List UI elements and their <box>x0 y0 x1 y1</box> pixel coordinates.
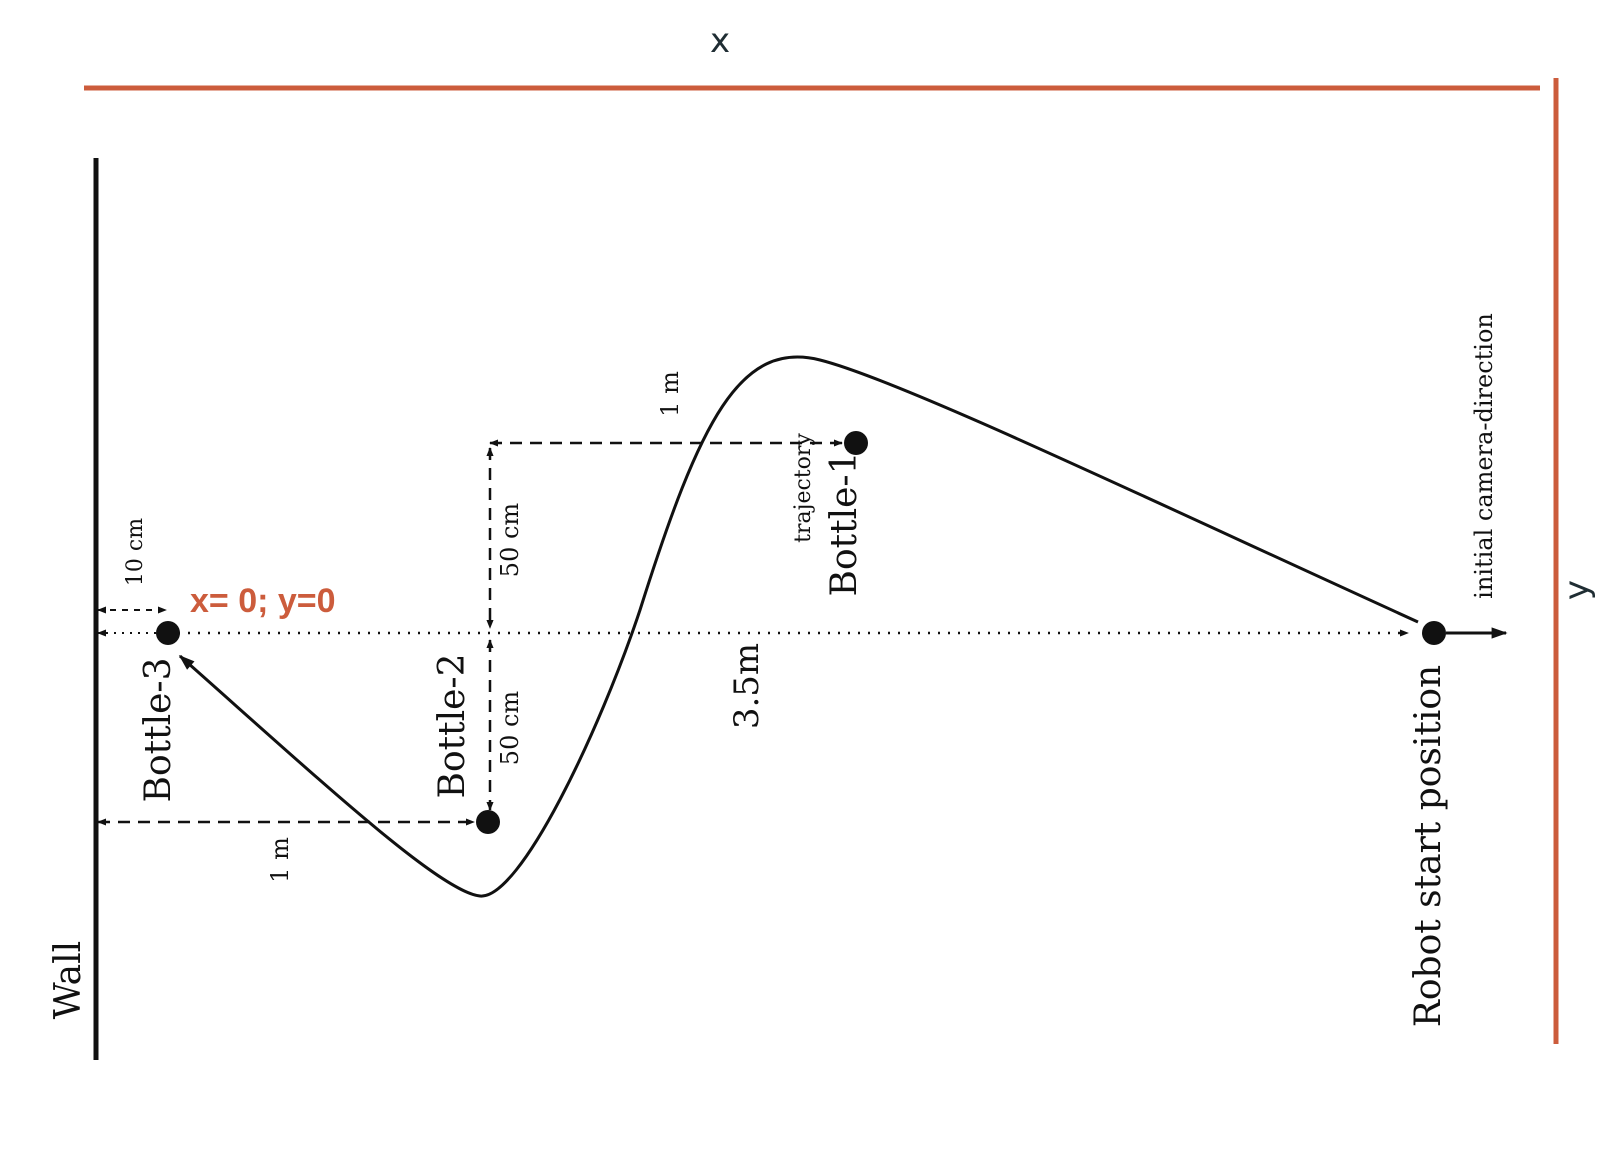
robot-trajectory <box>178 355 1419 898</box>
dim-1m-upper-label: 1 m <box>656 371 684 417</box>
bottle-1-label: Bottle-1 <box>824 452 865 597</box>
bottle-2-marker <box>476 810 500 834</box>
wall-label: Wall <box>48 941 89 1019</box>
dim-10cm-label: 10 cm <box>123 518 148 586</box>
bottle-3-label: Bottle-3 <box>138 658 179 803</box>
robot-start-label: Robot start position <box>1408 665 1449 1027</box>
trajectory-label: trajectory <box>791 433 816 543</box>
bottle-1-marker <box>844 431 868 455</box>
bottle-3-marker <box>156 621 180 645</box>
dim-1m-lower-label: 1 m <box>266 837 294 883</box>
dim-3-5m-label: 3.5m <box>727 643 767 729</box>
y-axis-letter: y <box>1557 580 1597 600</box>
robot-start-marker <box>1422 621 1446 645</box>
x-axis-letter: x <box>710 21 730 61</box>
bottle-2-label: Bottle-2 <box>432 654 473 799</box>
origin-label: x= 0; y=0 <box>190 582 336 620</box>
dim-50cm-lower-label: 50 cm <box>496 691 524 766</box>
dim-50cm-upper-label: 50 cm <box>496 503 524 578</box>
camera-direction-label: initial camera-direction <box>1470 313 1498 599</box>
